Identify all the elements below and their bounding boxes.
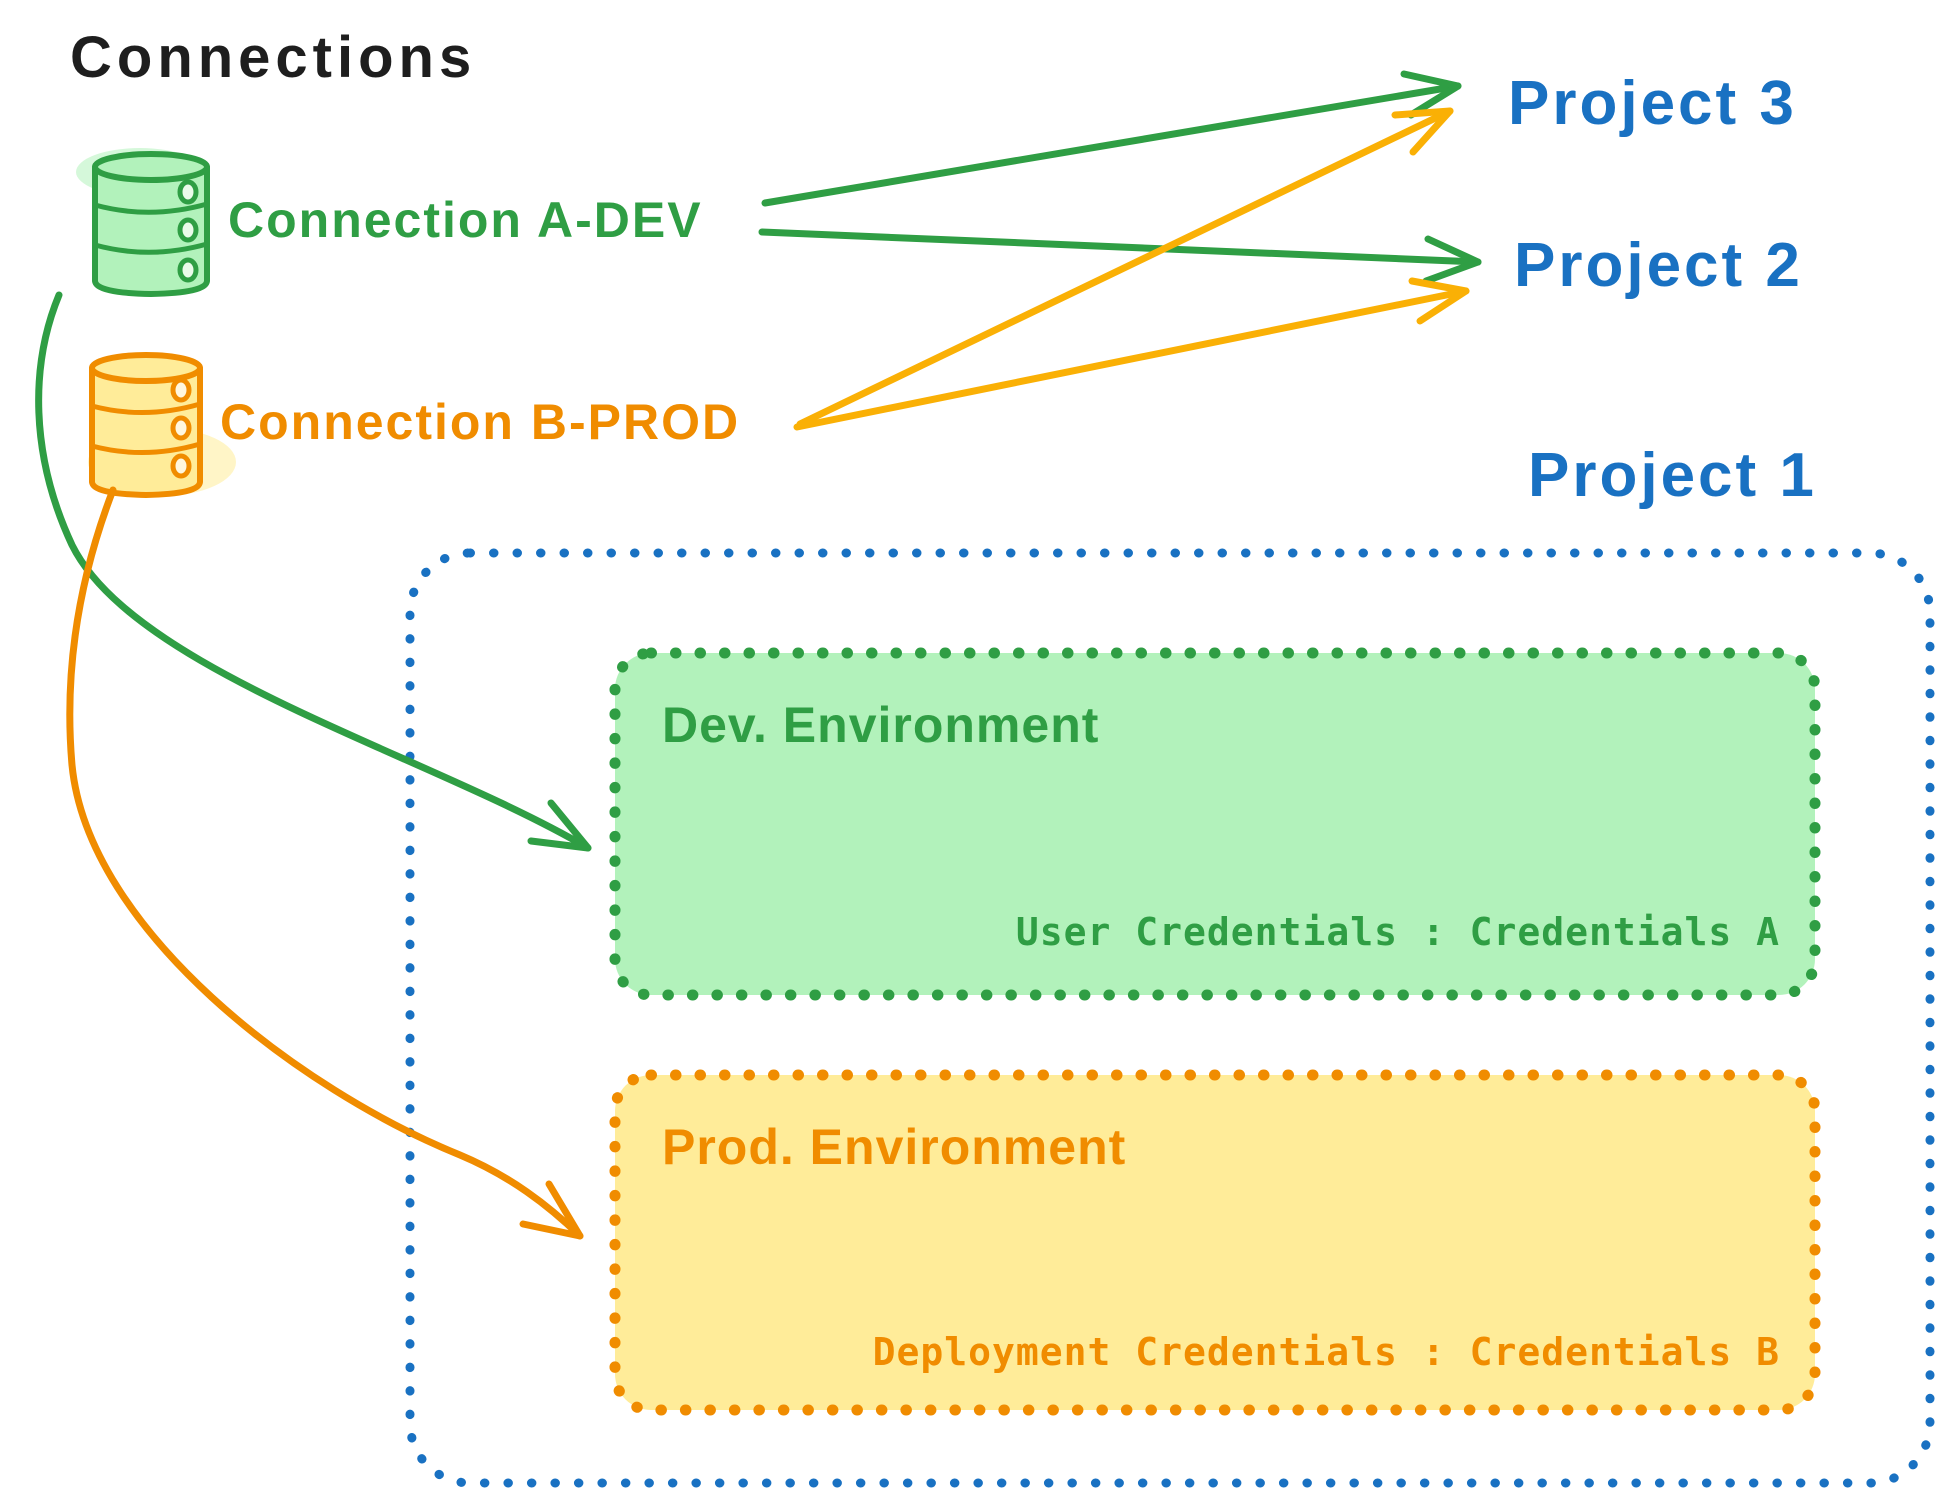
connection-b-prod-label: Connection B-PROD bbox=[220, 394, 741, 450]
prod-environment-title: Prod. Environment bbox=[662, 1119, 1127, 1175]
dev-environment-credentials: User Credentials : Credentials A bbox=[1015, 910, 1780, 954]
dev-environment-title: Dev. Environment bbox=[662, 697, 1100, 753]
prod-environment-credentials: Deployment Credentials : Credentials B bbox=[872, 1330, 1780, 1374]
dev-environment-box bbox=[609, 647, 1821, 1001]
arrow-a-dev-to-dev-environment bbox=[35, 291, 592, 852]
prod-environment-box bbox=[609, 1069, 1821, 1416]
project-1-label: Project 1 bbox=[1528, 441, 1817, 510]
project-2-label: Project 2 bbox=[1514, 231, 1803, 300]
database-icon-b-prod bbox=[88, 352, 236, 498]
arrow-b-prod-to-prod-environment bbox=[66, 486, 584, 1240]
database-icon-a-dev bbox=[76, 148, 210, 297]
connection-a-dev-label: Connection A-DEV bbox=[228, 192, 703, 248]
arrow-a-dev-to-project3 bbox=[761, 70, 1462, 207]
arrow-b-prod-to-project3 bbox=[796, 107, 1454, 428]
project-3-label: Project 3 bbox=[1508, 69, 1797, 138]
project1-container-box bbox=[405, 548, 1935, 1488]
page-title: Connections bbox=[70, 25, 477, 90]
arrow-b-prod-to-project2 bbox=[793, 277, 1470, 431]
arrow-a-dev-to-project2 bbox=[758, 228, 1482, 285]
